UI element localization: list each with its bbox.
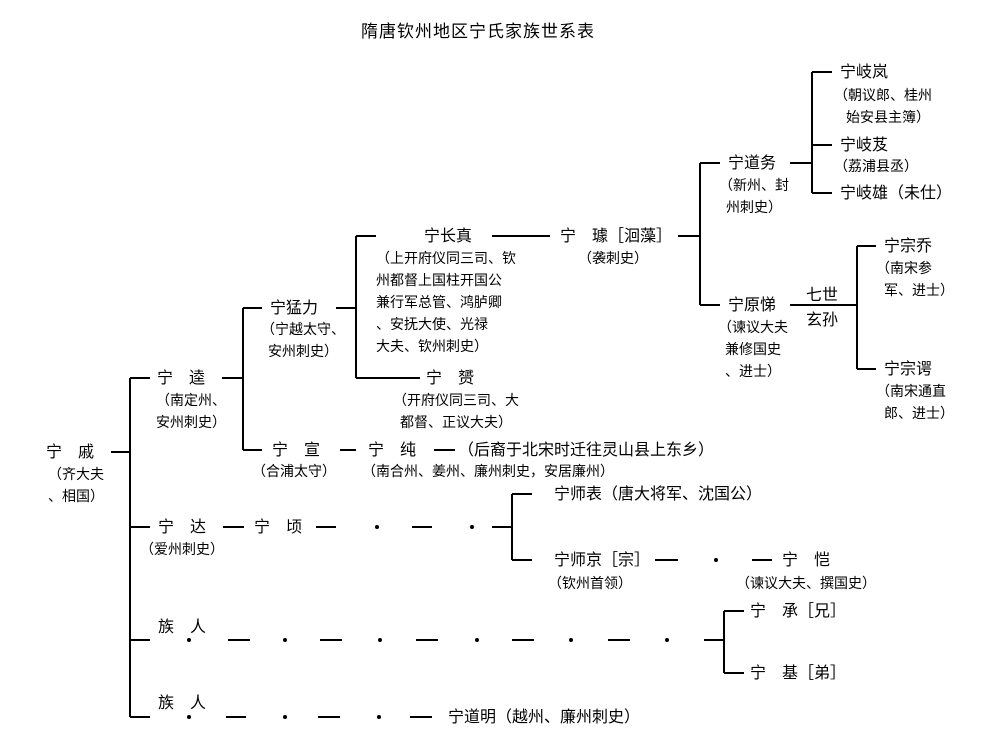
dot (378, 638, 382, 642)
person-ning-xuan: 宁 宣 (272, 440, 321, 459)
person-ning-zongwan: 宁宗谔 (884, 359, 933, 378)
person-ning-zongqiao: 宁宗乔 (884, 236, 933, 255)
person-note: （荔浦县丞） (834, 159, 918, 175)
person-ning-ju: 宁 璩［洄藻］ (560, 226, 673, 245)
person-note: （南宋参 军、进士） (876, 261, 954, 299)
person-ning-daowu: 宁道务 (728, 153, 777, 172)
dot (375, 525, 379, 529)
person-ning-qi: 宁 戚 (46, 442, 95, 461)
person-ning-da: 宁 达 (158, 517, 207, 536)
generation-label: 玄孙 (806, 310, 839, 329)
diagram-title: 隋唐钦州地区宁氏家族世系表 (361, 22, 595, 42)
person-note: （谏议大夫 兼修国史 、进士） (718, 320, 788, 380)
person-ning-shijing: 宁师京［宗］ (554, 550, 651, 569)
person-note: （上开府仪同三司、钦 州都督上国柱开国公 兼行军总管、鸿胪卿 、安抚大使、光禄 … (376, 251, 516, 355)
person-ning-cheng: 宁 承［兄］ (750, 601, 847, 620)
person-ning-kui: 宁 逵 (157, 368, 206, 387)
person-ning-qilan: 宁岐岚 (840, 62, 889, 81)
descendant-note: （后裔于北宋时迁往灵山县上东乡） (458, 440, 715, 459)
person-note: （开府仪同三司、大 都督、正议大夫） (393, 393, 519, 431)
dot (283, 715, 287, 719)
person-note: （谏议大夫、撰国史） (736, 576, 876, 592)
person-ning-daoming: 宁道明（越州、廉州刺史） (448, 707, 641, 726)
generation-label: 七世 (806, 285, 839, 304)
person-note: （爱州刺史） (140, 542, 224, 558)
person-ning-changzhen: 宁长真 (424, 226, 473, 245)
zuren-label: 族 人 (158, 693, 207, 712)
person-ning-yuanti: 宁原悌 (728, 295, 777, 314)
person-ning-qiji: 宁岐芨 (840, 135, 889, 154)
person-ning-qing: 宁 顷 (254, 517, 303, 536)
dot (569, 638, 573, 642)
dot (187, 715, 191, 719)
dot (475, 638, 479, 642)
dot (187, 638, 191, 642)
person-ning-kai: 宁 恺 (782, 550, 831, 569)
person-note: （南定州、 安州刺史） (156, 393, 226, 431)
dot (665, 638, 669, 642)
person-note: （齐大夫 、相国） (48, 467, 104, 505)
person-note: （钦州首领） (548, 576, 632, 592)
person-note: （袭刺史） (578, 251, 648, 267)
person-ning-zan: 宁 赟 (426, 368, 475, 387)
person-note: （新州、封 州刺史） (719, 178, 789, 216)
person-ning-shibiao: 宁师表（唐大将军、沈国公） (554, 484, 763, 503)
dot (377, 715, 381, 719)
person-note: （南合州、姜州、廉州刺史，安居廉州） (362, 464, 614, 480)
person-note: （合浦太守） (252, 464, 336, 480)
person-note: （南宋通直 郎、进士） (876, 384, 954, 422)
person-ning-chun: 宁 纯 (368, 440, 417, 459)
person-ning-qixiong: 宁岐雄（未仕） (840, 183, 953, 202)
person-ning-mengli: 宁猛力 (270, 298, 319, 317)
person-note: （宁越太守、 安州刺史） (261, 322, 345, 360)
dot (283, 638, 287, 642)
person-ning-ji: 宁 基［弟］ (750, 663, 847, 682)
person-note: （朝议郎、桂州 始安县主簿） (834, 88, 932, 126)
dot (714, 558, 718, 562)
zuren-label: 族 人 (158, 617, 207, 636)
dot (470, 525, 474, 529)
